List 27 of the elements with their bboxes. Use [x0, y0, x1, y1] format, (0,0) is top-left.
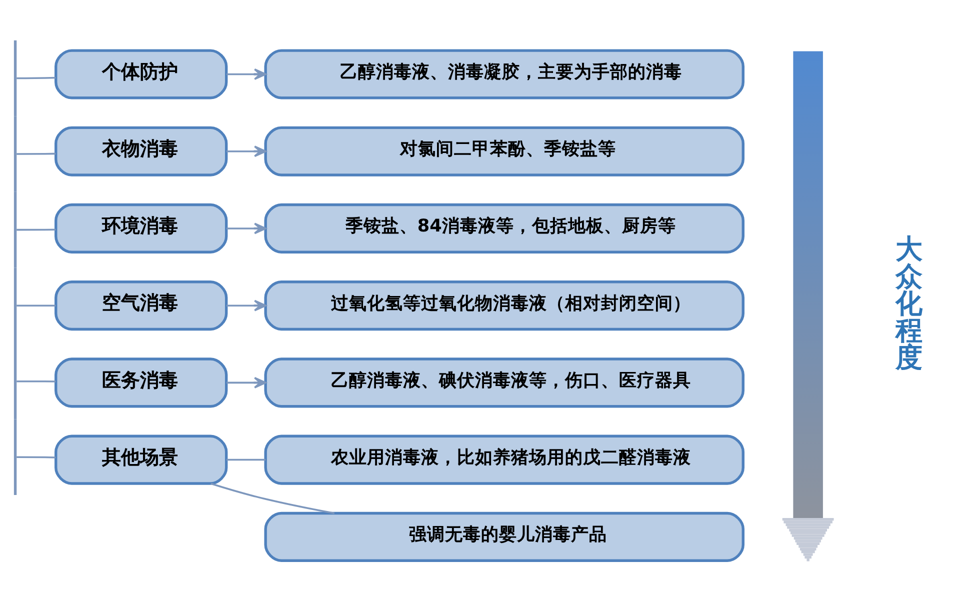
node-box: 过氧化氢等过氧化物消毒液（相对封闭空间） [264, 280, 744, 330]
connector [16, 304, 56, 306]
arrow [226, 299, 266, 311]
node-box: 乙醇消毒液、碘伏消毒液等，伤口、医疗器具 [264, 357, 744, 408]
connector [16, 76, 56, 79]
connector [226, 458, 266, 460]
node-box: 医务消毒 [54, 357, 228, 408]
connector [16, 380, 56, 382]
connector [16, 456, 56, 458]
node-box: 乙醇消毒液、消毒凝胶，主要为手部的消毒 [264, 48, 744, 99]
node-box: 其他场景 [54, 434, 228, 484]
connector [16, 228, 56, 230]
arrow [226, 376, 266, 388]
node-box: 农业用消毒液，比如养猪场用的戊二醛消毒液 [264, 434, 744, 484]
node-box: 空气消毒 [54, 280, 228, 330]
connector [16, 152, 56, 154]
node-box: 强调无毒的婴儿消毒产品 [264, 511, 744, 562]
node-box: 季铵盐、84消毒液等，包括地板、厨房等 [264, 202, 744, 253]
node-box: 衣物消毒 [54, 126, 228, 176]
node-box: 个体防护 [54, 48, 228, 99]
arrow [226, 145, 266, 157]
node-box: 对氯间二甲苯酚、季铵盐等 [264, 126, 744, 176]
node-box: 环境消毒 [54, 202, 228, 253]
connector [210, 482, 335, 514]
arrow [226, 68, 266, 80]
node-label: 大众化程度 [895, 234, 922, 373]
arrow [226, 222, 266, 234]
